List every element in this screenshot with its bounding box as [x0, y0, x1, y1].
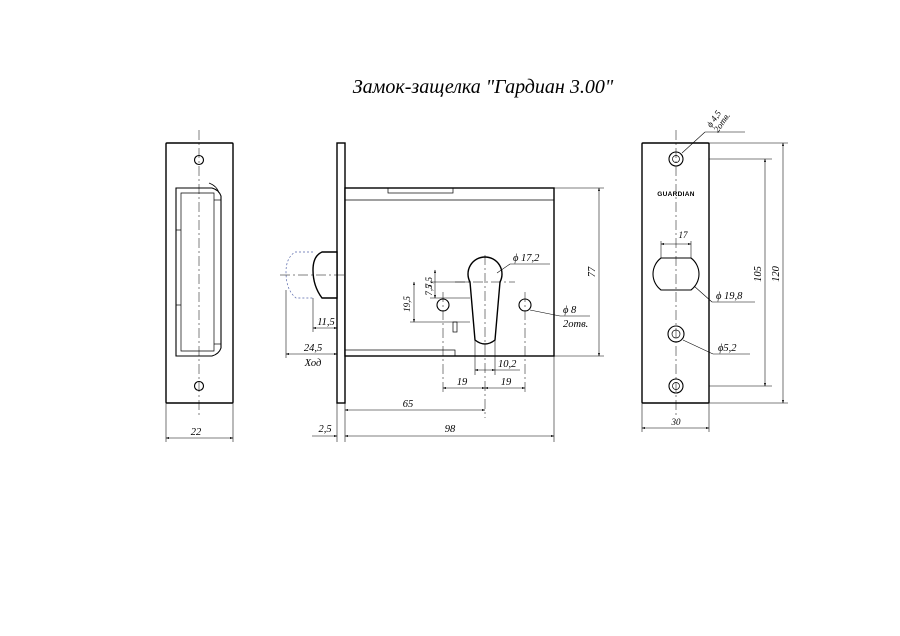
body-length-label: 98 [445, 424, 456, 435]
strike-cylinder-opening [652, 257, 700, 291]
spacing-right-label: 19 [501, 377, 512, 388]
strike-small-hole [667, 325, 685, 343]
strike-width-top-label: 17 [679, 230, 689, 240]
drawing-title: Замок-защелка "Гардиан 3.00" [353, 76, 614, 98]
stroke-caption: Ход [304, 358, 322, 369]
strike-plate-height-label: 120 [771, 265, 782, 282]
strike-top-hole [668, 151, 684, 167]
faceplate-thickness-label: 2,5 [318, 424, 331, 435]
stroke-label: 24,5 [304, 343, 322, 354]
cylinder-offset-b-label: 7,5 [424, 277, 434, 289]
strike-opening-diameter-label: ϕ 19,8 [716, 291, 743, 302]
faceplate-front [165, 142, 234, 404]
faceplate-bottom-hole [193, 380, 205, 392]
spacing-small-label: 10,2 [498, 359, 517, 370]
body-height-label: 77 [587, 266, 598, 277]
strike-small-hole-label: ϕ5,2 [718, 343, 737, 354]
brand-logo: GUARDIAN [657, 191, 694, 198]
lock-body [344, 187, 555, 357]
faceplate-side [336, 142, 346, 404]
cylinder-offset-a-label: 7,5 [424, 284, 434, 296]
backset-label: 65 [403, 399, 414, 410]
latch-protrusion-label: 11,5 [317, 317, 335, 328]
front-width-label: 22 [191, 427, 202, 438]
cylinder-diameter-label: ϕ 17,2 [513, 253, 540, 264]
body-bottom-rib [344, 349, 456, 357]
strike-plate-width-label: 30 [671, 417, 682, 427]
latch-retracted-outline [285, 251, 313, 299]
strike-hole-spacing-label: 105 [753, 266, 764, 282]
cylinder-slot-height-label: 19,5 [402, 296, 412, 312]
side-view: 77 ϕ 17,2 ϕ 8 2отв. 7,5 7,5 19,5 10,2 19… [280, 142, 604, 442]
mount-hole-diameter-label: ϕ 8 [563, 305, 577, 316]
spacing-left-label: 19 [457, 377, 468, 388]
strike-bottom-hole [668, 378, 684, 394]
strike-plate [641, 142, 710, 404]
front-view: 22 [165, 130, 234, 442]
latch-window [175, 182, 222, 357]
strike-view: GUARDIAN 17 ϕ 4,5 2отв. ϕ 19,8 ϕ5,2 105 … [641, 108, 788, 432]
faceplate-top-hole [193, 154, 205, 166]
body-top-rib [387, 187, 454, 194]
mount-hole-count-label: 2отв. [563, 319, 588, 330]
